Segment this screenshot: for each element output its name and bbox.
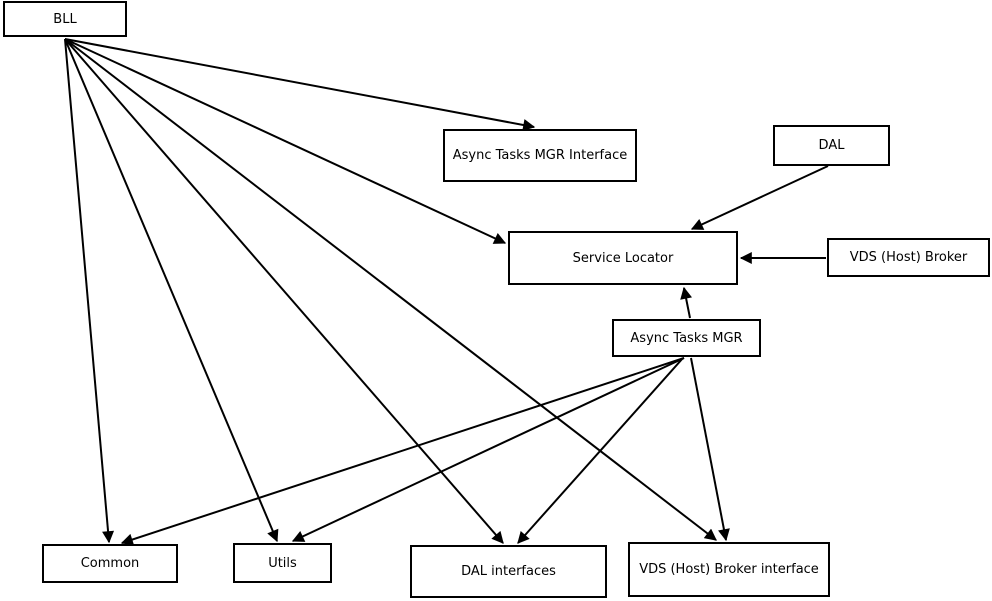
node-label: DAL: [818, 138, 845, 153]
arrow-bll-to-utils: [64, 38, 279, 543]
node-service-locator: Service Locator: [508, 231, 738, 285]
node-async-tasks-mgr: Async Tasks MGR: [612, 319, 761, 357]
arrow-dal-to-service-locator: [690, 165, 829, 230]
arrow-bll-to-dal-interfaces: [64, 38, 504, 544]
node-label: Async Tasks MGR Interface: [452, 148, 628, 163]
arrow-async-tasks-mgr-to-common: [120, 357, 685, 546]
node-vds-host-broker-interface: VDS (Host) Broker interface: [628, 542, 830, 597]
node-label: Service Locator: [572, 250, 674, 266]
arrow-bll-to-service-locator: [64, 38, 507, 244]
node-label: Utils: [268, 555, 297, 571]
node-bll: BLL: [3, 1, 127, 37]
arrow-bll-to-common: [64, 38, 115, 544]
arrow-async-tasks-mgr-to-dal-interfaces: [517, 357, 684, 544]
node-async-tasks-mgr-interface: Async Tasks MGR Interface: [443, 129, 637, 182]
arrow-async-tasks-mgr-to-service-locator: [680, 286, 693, 319]
node-common: Common: [42, 544, 178, 583]
node-vds-host-broker: VDS (Host) Broker: [827, 238, 990, 277]
node-utils: Utils: [233, 543, 332, 583]
node-label: VDS (Host) Broker: [849, 250, 968, 265]
node-label: BLL: [53, 11, 77, 27]
node-label: VDS (Host) Broker interface: [639, 562, 819, 577]
node-label: DAL interfaces: [461, 564, 556, 579]
arrow-bll-to-vds-host-broker-interface: [64, 38, 717, 541]
node-dal-interfaces: DAL interfaces: [410, 545, 607, 598]
arrow-async-tasks-mgr-to-vds-host-broker-interface: [690, 357, 730, 542]
arrow-async-tasks-mgr-to-utils: [291, 357, 685, 542]
dependency-arrows: [64, 38, 829, 546]
node-label: Common: [80, 556, 140, 571]
arrow-bll-to-async-tasks-mgr-interface: [64, 38, 536, 131]
node-label: Async Tasks MGR: [630, 330, 743, 346]
node-dal: DAL: [773, 125, 890, 166]
